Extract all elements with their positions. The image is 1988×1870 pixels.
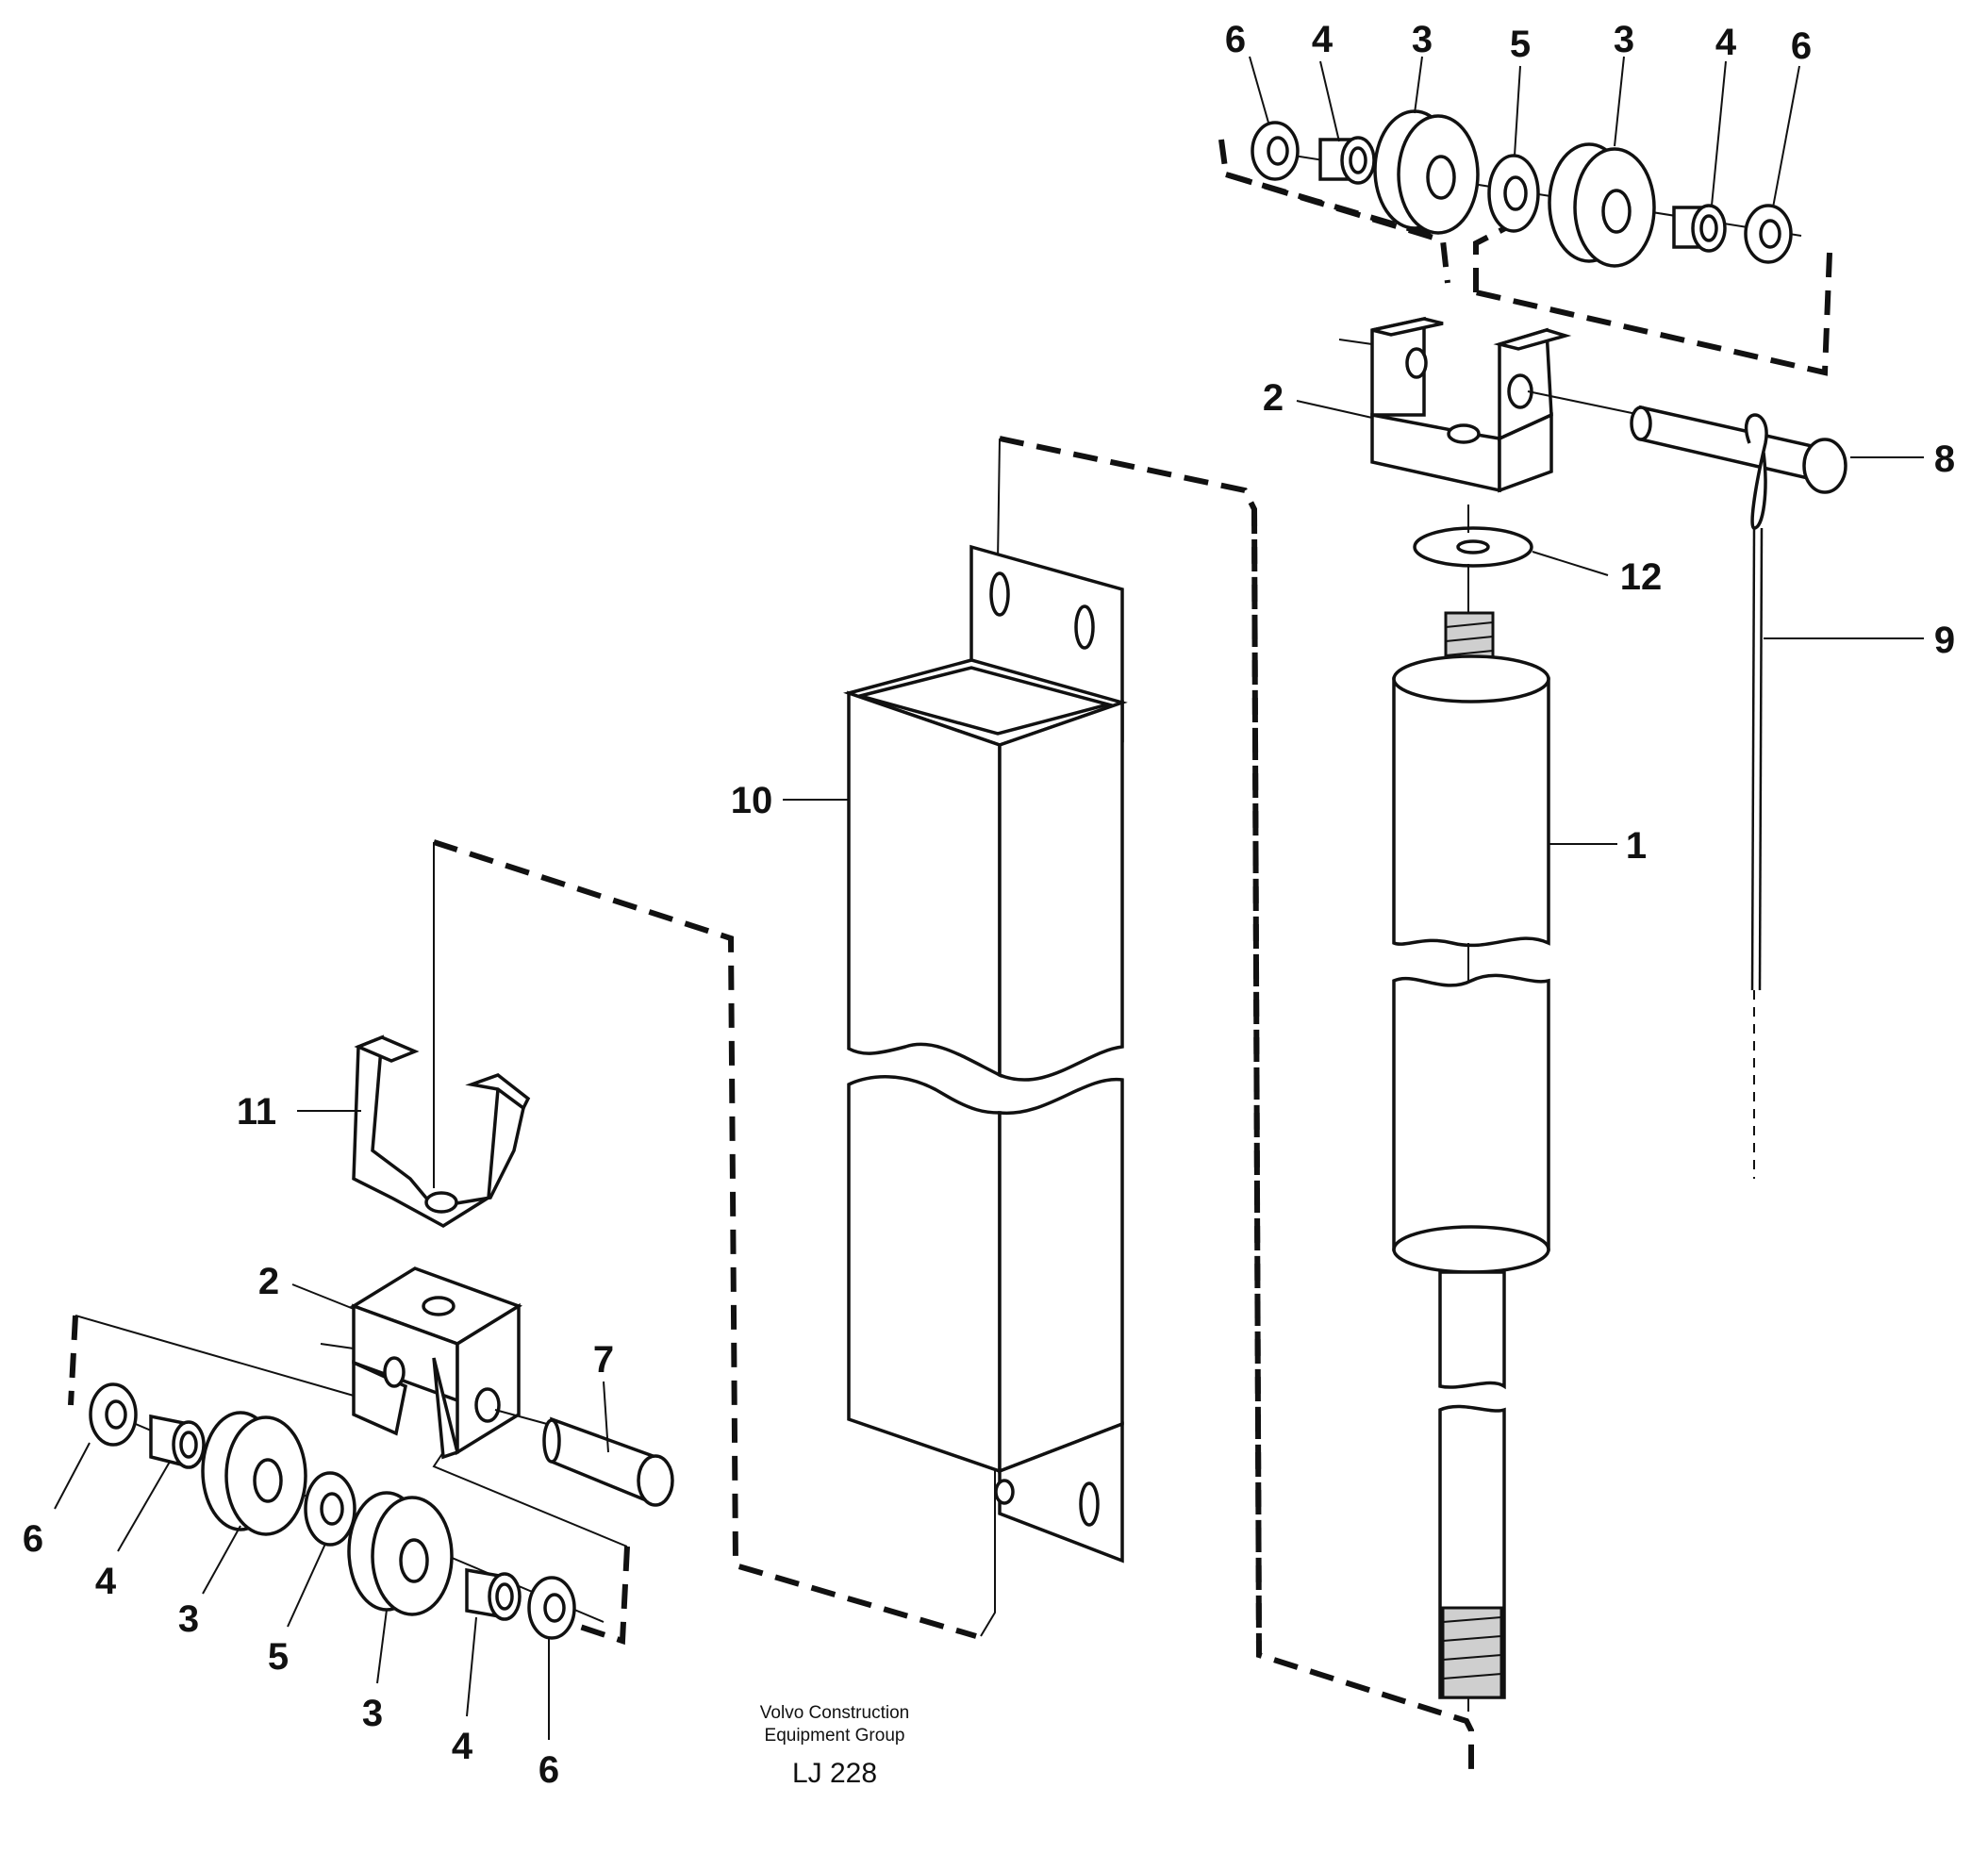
washer-part-6 [527, 1576, 576, 1640]
drawing-code: LJ 228 [792, 1758, 877, 1789]
spring-clip-part-11 [352, 1034, 531, 1229]
caption-line-2: Equipment Group [765, 1726, 905, 1746]
pulley-part-3 [201, 1411, 307, 1536]
caption-line-1: Volvo Construction [760, 1703, 909, 1723]
callout-3: 3 [1614, 19, 1634, 60]
top-right-pulley-assembly [1218, 109, 1847, 1712]
callout-4: 4 [1312, 19, 1334, 60]
callout-2: 2 [1263, 377, 1284, 419]
bushing-part-4 [1672, 204, 1727, 253]
callout-1: 1 [1626, 825, 1647, 867]
pin-part-8 [1527, 390, 1847, 530]
washer-part-5 [304, 1471, 356, 1547]
caption: Volvo Construction Equipment Group LJ 22… [760, 1703, 909, 1789]
pulley-part-3 [347, 1491, 454, 1616]
bushing-part-4 [149, 1414, 206, 1469]
callout-3: 3 [178, 1598, 199, 1640]
callout-6: 6 [538, 1749, 559, 1791]
pulley-part-3 [1373, 109, 1480, 235]
callout-8: 8 [1934, 439, 1955, 480]
callout-4: 4 [1715, 22, 1737, 63]
bushing-part-4 [1318, 136, 1376, 185]
clevis-bracket-part-2 [1338, 316, 1572, 493]
callout-4: 4 [95, 1561, 117, 1602]
callout-10: 10 [731, 780, 773, 821]
callout-labels: 6 4 3 5 3 4 6 2 8 12 9 1 10 11 2 7 6 4 3… [23, 19, 1955, 1791]
callout-7: 7 [593, 1339, 614, 1381]
washer-part-6 [89, 1382, 138, 1447]
callout-3: 3 [362, 1693, 383, 1734]
washer-part-6 [1744, 204, 1793, 264]
weight-rod-part-1 [1392, 611, 1550, 1712]
callout-11: 11 [237, 1091, 276, 1133]
callout-5: 5 [1510, 24, 1531, 65]
leader-lines [54, 56, 1924, 1740]
callout-12: 12 [1620, 556, 1663, 598]
callout-6: 6 [23, 1518, 43, 1560]
callout-9: 9 [1934, 620, 1955, 661]
washer-part-5 [1487, 154, 1540, 233]
callout-5: 5 [268, 1636, 289, 1678]
callout-6: 6 [1225, 19, 1246, 60]
pin-part-7 [494, 1409, 674, 1507]
lanyard-wire-part-9 [1750, 527, 1764, 1179]
callout-2: 2 [258, 1261, 279, 1302]
pulley-part-3 [1548, 142, 1656, 268]
washer-part-6 [1251, 121, 1300, 181]
callout-3: 3 [1412, 19, 1433, 60]
callout-4: 4 [452, 1726, 473, 1767]
bottom-left-pulley-assembly [68, 839, 977, 1646]
bushing-part-4 [465, 1567, 522, 1621]
guide-sleeve-part-10 [843, 436, 1474, 1773]
callout-6: 6 [1791, 25, 1812, 67]
clevis-bracket-part-2 [320, 1266, 523, 1460]
washer-part-12 [1413, 526, 1533, 568]
